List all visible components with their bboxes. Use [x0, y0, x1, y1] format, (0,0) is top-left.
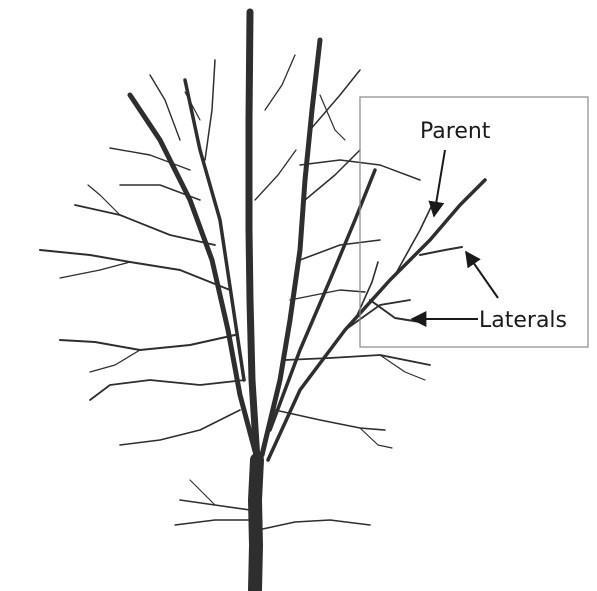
minor-branches: [40, 55, 430, 530]
parent-label: Parent: [420, 119, 491, 144]
laterals-label: Laterals: [479, 308, 567, 333]
trunk: [249, 12, 257, 590]
parent-arrow: [434, 150, 445, 216]
laterals-arrow-upper: [466, 252, 498, 298]
